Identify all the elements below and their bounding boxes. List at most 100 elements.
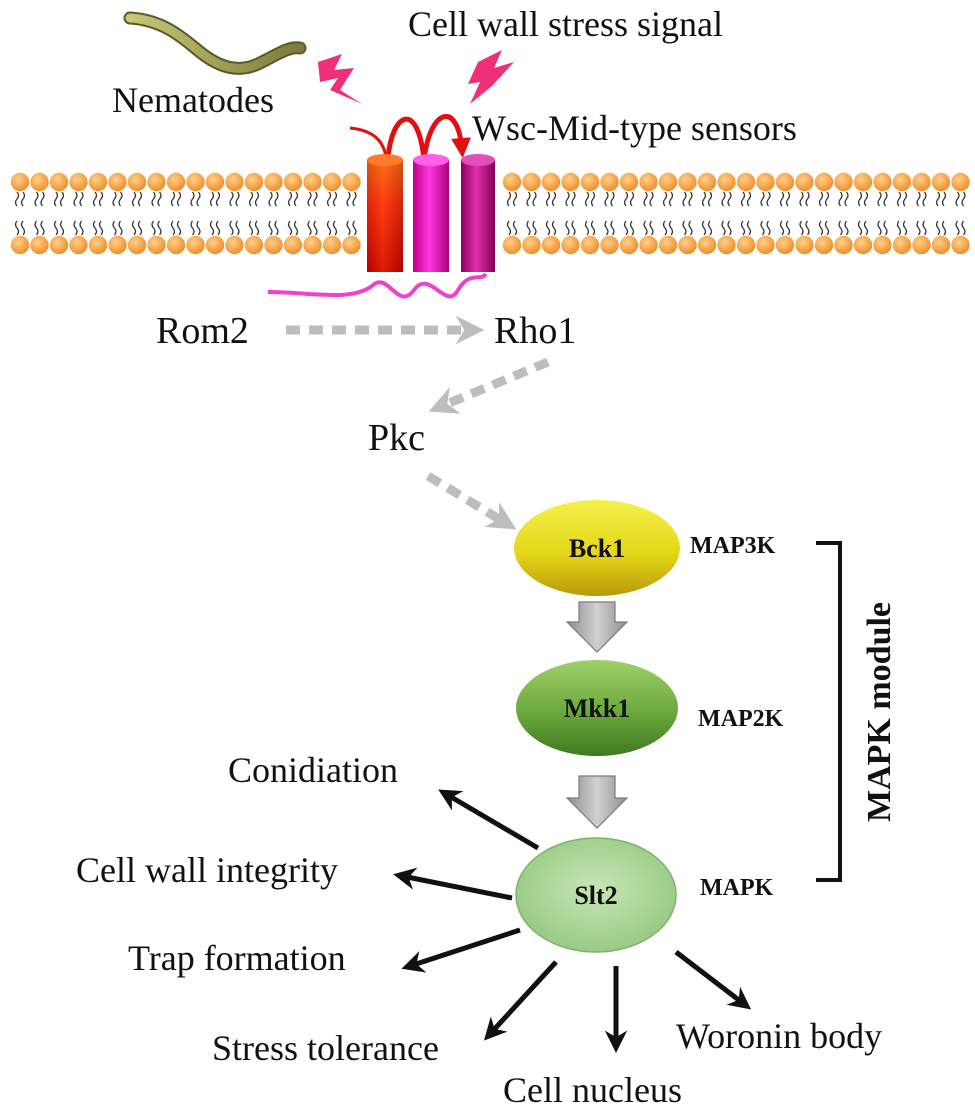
lipid-head bbox=[225, 235, 244, 255]
lipid-tail bbox=[922, 220, 927, 236]
lipid-tail bbox=[838, 220, 843, 236]
output-label-woronin-body: Woronin body bbox=[676, 1016, 882, 1056]
lipid-head bbox=[303, 172, 322, 192]
lipid-tail bbox=[896, 220, 902, 236]
rho1-to-pkc-arrow bbox=[428, 357, 550, 414]
lipid-tail bbox=[590, 220, 596, 236]
lipid-tail bbox=[857, 191, 863, 207]
lipid-tail bbox=[346, 191, 351, 207]
lipid-tail bbox=[727, 220, 732, 236]
lipid-tail bbox=[916, 220, 921, 236]
lipid-tail bbox=[916, 191, 921, 207]
lipid-tail bbox=[604, 191, 609, 207]
lipid-head bbox=[697, 172, 717, 192]
lipid-head bbox=[717, 172, 736, 192]
lipid-tail bbox=[287, 191, 293, 207]
lipid-tail bbox=[34, 220, 39, 236]
lipid-tail bbox=[785, 220, 791, 236]
lipid-tail bbox=[610, 220, 615, 236]
lipid-tail bbox=[254, 220, 260, 236]
lipid-head bbox=[892, 235, 912, 255]
lipid-tail bbox=[721, 220, 726, 236]
lipid-tail bbox=[955, 191, 960, 207]
bck1-node: Bck1 bbox=[514, 500, 680, 596]
lipid-head bbox=[561, 235, 580, 255]
lipid-tail bbox=[688, 191, 693, 207]
lipid-tail bbox=[293, 220, 299, 236]
lipid-tail bbox=[352, 191, 357, 207]
lipid-tail bbox=[941, 220, 947, 236]
lipid-tail bbox=[799, 220, 804, 236]
lipid-head bbox=[10, 235, 30, 255]
lipid-head bbox=[283, 235, 303, 255]
lipid-head bbox=[951, 235, 970, 255]
mkk1-node: Mkk1 bbox=[516, 660, 678, 756]
lipid-head bbox=[795, 235, 814, 255]
lipid-head bbox=[580, 235, 600, 255]
lipid-tail bbox=[682, 220, 687, 236]
lipid-head bbox=[69, 172, 88, 192]
arrow-to-cell-wall-integrity bbox=[393, 867, 513, 901]
lipid-tail bbox=[571, 191, 576, 207]
lightning-icon-stress-signal bbox=[468, 50, 514, 104]
lipid-tail bbox=[707, 220, 713, 236]
lipid-head bbox=[873, 235, 892, 255]
lipid-tail bbox=[824, 220, 830, 236]
lipid-tail bbox=[740, 191, 746, 207]
lipid-tail bbox=[883, 191, 888, 207]
lipid-head bbox=[892, 172, 912, 192]
lipid-tail bbox=[112, 220, 117, 236]
lipid-head bbox=[658, 172, 678, 192]
mapk-label: MAPK bbox=[700, 875, 774, 901]
lipid-head bbox=[756, 235, 775, 255]
lipid-tail bbox=[727, 191, 732, 207]
lipid-head bbox=[186, 235, 205, 255]
lipid-tail bbox=[863, 191, 869, 207]
lipid-tail bbox=[604, 220, 609, 236]
lipid-tail bbox=[701, 191, 707, 207]
lipid-tail bbox=[649, 220, 654, 236]
lipid-tail bbox=[229, 191, 234, 207]
lipid-tail bbox=[352, 220, 357, 236]
lipid-head bbox=[775, 235, 795, 255]
lipid-head bbox=[502, 172, 522, 192]
lipid-tail bbox=[196, 191, 201, 207]
lipid-tail bbox=[326, 220, 332, 236]
lipid-tail bbox=[151, 220, 156, 236]
lipid-tail bbox=[532, 220, 537, 236]
mkk1-to-slt2-arrow bbox=[565, 775, 629, 829]
lipid-tail bbox=[779, 191, 785, 207]
lipid-tail bbox=[955, 220, 960, 236]
lipid-head bbox=[639, 172, 658, 192]
lipid-tail bbox=[935, 220, 941, 236]
lipid-head bbox=[619, 172, 639, 192]
lipid-tail bbox=[506, 220, 512, 236]
lipid-tail bbox=[307, 191, 312, 207]
lipid-tail bbox=[590, 191, 596, 207]
lipid-tail bbox=[137, 191, 143, 207]
lipid-head bbox=[522, 172, 541, 192]
lipid-head bbox=[912, 235, 931, 255]
lipid-tail bbox=[643, 220, 648, 236]
lipid-tail bbox=[40, 220, 45, 236]
lipid-tail bbox=[53, 220, 59, 236]
lipid-tail bbox=[59, 191, 65, 207]
lipid-head bbox=[795, 172, 814, 192]
lipid-tail bbox=[766, 220, 771, 236]
lipid-head bbox=[225, 172, 244, 192]
lipid-head bbox=[697, 235, 717, 255]
bck1-label: Bck1 bbox=[569, 534, 625, 563]
lipid-tail bbox=[20, 220, 26, 236]
lipid-head bbox=[205, 172, 225, 192]
lipid-head bbox=[912, 172, 931, 192]
lipid-tail bbox=[785, 191, 791, 207]
arrow-to-trap-formation bbox=[401, 927, 521, 973]
lipid-tail bbox=[805, 191, 810, 207]
map3k-label: MAP3K bbox=[690, 533, 776, 559]
lipid-tail bbox=[254, 191, 260, 207]
lipid-tail bbox=[838, 191, 843, 207]
lipid-tail bbox=[935, 191, 941, 207]
lipid-head bbox=[736, 172, 756, 192]
lipid-tail bbox=[844, 191, 849, 207]
